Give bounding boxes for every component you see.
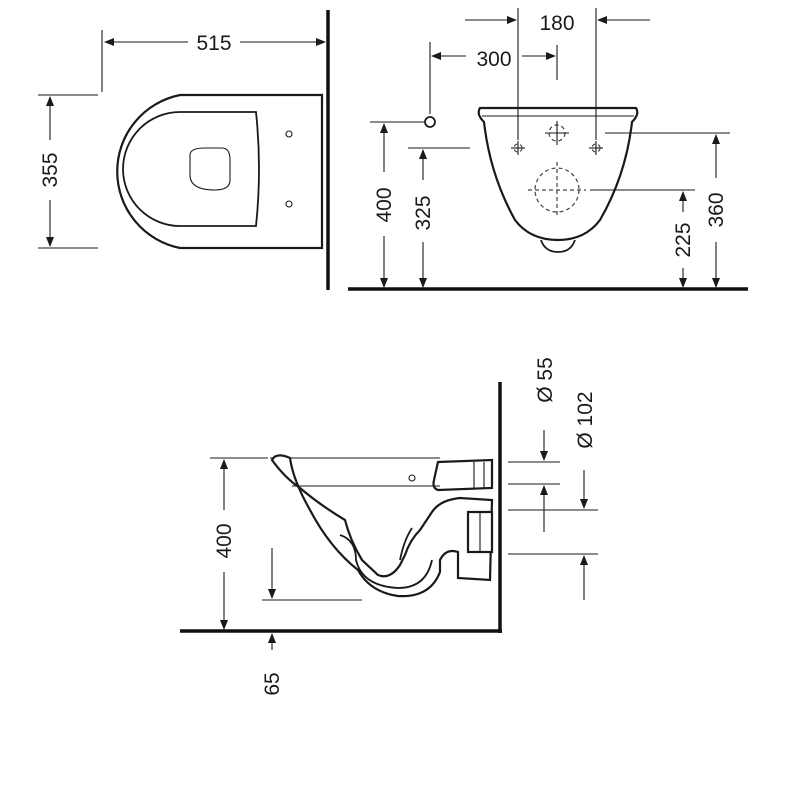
front-view-bolt-spacing-label: 180	[539, 12, 574, 35]
top-view: 515 355	[38, 10, 330, 290]
front-view-outlet-spigot	[540, 239, 576, 253]
side-view-inlet-diameter-label: Ø 55	[534, 357, 557, 403]
front-view-inlet-height-label: 400	[373, 187, 396, 222]
front-view-inlet-cross	[545, 121, 569, 145]
front-view-outlet-height-label: 225	[672, 222, 695, 257]
top-view-fixing-hole-lower	[285, 200, 293, 208]
side-view: Ø 55 Ø 102 400 65	[180, 357, 598, 696]
front-view-fixing-height-label: 325	[412, 195, 435, 230]
top-view-seat	[122, 111, 260, 227]
front-view-inlet-pipe	[424, 116, 436, 128]
side-view-rim-height-label: 400	[213, 523, 236, 558]
front-view-total-height-label: 360	[705, 192, 728, 227]
top-view-width-label: 515	[196, 32, 231, 55]
top-view-bowl-opening	[189, 147, 231, 191]
front-view: 180 300 400 325 225	[348, 8, 748, 291]
side-view-inlet-block	[432, 458, 494, 492]
front-view-fixing-cross-left	[511, 141, 525, 155]
top-view-bowl-outline	[116, 93, 324, 250]
side-view-trap	[339, 534, 433, 589]
front-view-bowl	[477, 106, 639, 242]
side-view-outlet-diameter-label: Ø 102	[574, 391, 597, 448]
top-view-depth-label: 355	[39, 152, 62, 187]
front-view-outlet-offset-label: 300	[476, 48, 511, 71]
front-view-fixing-cross-right	[589, 141, 603, 155]
top-view-fixing-hole-upper	[285, 130, 293, 138]
side-view-floor-offset-label: 65	[261, 672, 284, 695]
